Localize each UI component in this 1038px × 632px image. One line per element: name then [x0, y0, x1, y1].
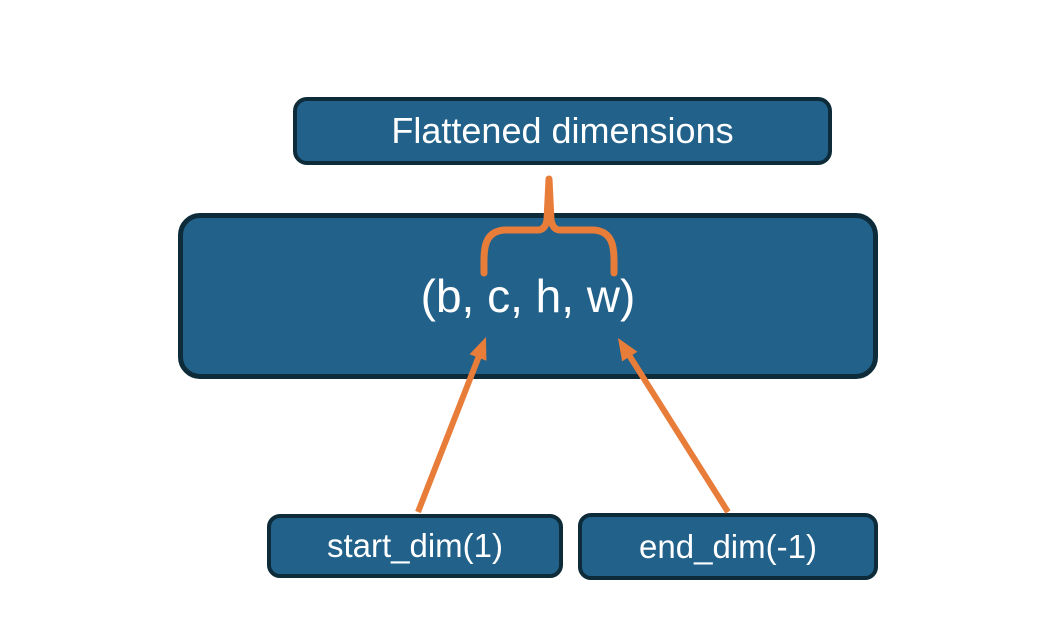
- tensor-shape-box: (b, c, h, w): [178, 213, 878, 379]
- end-dim-label: end_dim(-1): [639, 527, 817, 565]
- flattened-dimensions-box: Flattened dimensions: [293, 97, 832, 165]
- start-dim-label: start_dim(1): [326, 527, 504, 564]
- tensor-shape-label: (b, c, h, w): [420, 270, 636, 322]
- end-dim-box: end_dim(-1): [578, 513, 878, 580]
- flattened-dimensions-label: Flattened dimensions: [391, 110, 734, 151]
- start-dim-box: start_dim(1): [267, 514, 563, 578]
- start-dim-arrow-shaft: [415, 354, 482, 514]
